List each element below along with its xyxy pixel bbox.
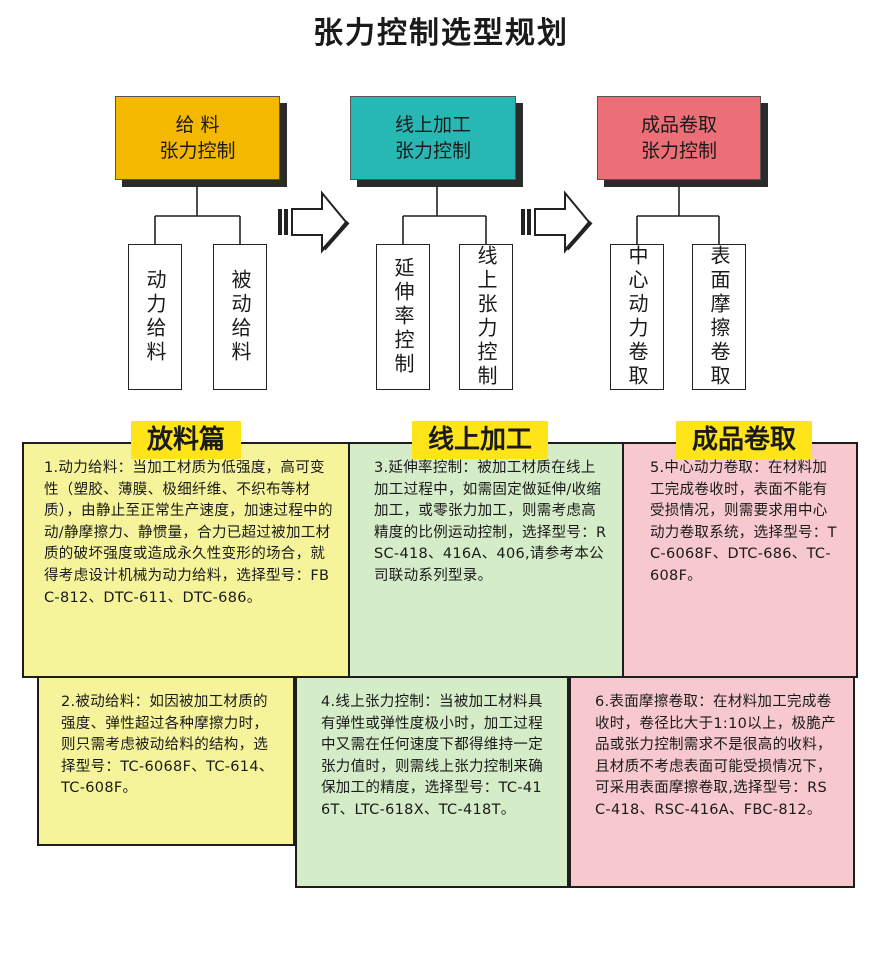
category-box-inline: 线上加工 张力控制 <box>350 96 516 180</box>
child-box-passive-feeding: 被动给料 <box>213 244 267 390</box>
category-label: 线上加工 张力控制 <box>394 114 471 162</box>
panel-text: 2.被动给料：如因被加工材质的强度、弹性超过各种摩擦力时，则只需考虑被动给料的结… <box>61 694 274 797</box>
child-box-inline-tension-control: 线上张力控制 <box>459 244 513 390</box>
child-label: 延伸率控制 <box>391 257 415 377</box>
child-box-active-feeding: 动力给料 <box>128 244 182 390</box>
panel-text: 5.中心动力卷取：在材料加工完成卷收时，表面不能有受损情况，则需要求用中心动力卷… <box>650 460 837 584</box>
section-label-winding: 成品卷取 <box>676 421 813 459</box>
child-label: 被动给料 <box>228 269 252 365</box>
child-box-elongation-control: 延伸率控制 <box>376 244 430 390</box>
panel-text: 3.延伸率控制：被加工材质在线上加工过程中，如需固定做延伸/收缩加工，或零张力加… <box>374 460 607 584</box>
info-panel-inline-tension-control: 4.线上张力控制：当被加工材料具有弹性或弹性度极小时，加工过程中又需在任何速度下… <box>295 676 569 888</box>
section-label-feeding: 放料篇 <box>131 421 242 459</box>
panel-text: 1.动力给料：当加工材质为低强度，高可变性（塑胶、薄膜、极细纤维、不织布等材质）… <box>44 460 333 606</box>
section-label-inline: 线上加工 <box>412 421 549 459</box>
child-box-center-driven-winding: 中心动力卷取 <box>610 244 664 390</box>
info-panel-surface-friction-winding: 6.表面摩擦卷取：在材料加工完成卷收时，卷径比大于1:10以上，极脆产品或张力控… <box>569 676 855 888</box>
child-label: 中心动力卷取 <box>625 245 649 389</box>
info-panel-passive-feeding: 2.被动给料：如因被加工材质的强度、弹性超过各种摩擦力时，则只需考虑被动给料的结… <box>37 676 295 846</box>
child-box-surface-friction-winding: 表面摩擦卷取 <box>692 244 746 390</box>
info-panel-elongation-control: 3.延伸率控制：被加工材质在线上加工过程中，如需固定做延伸/收缩加工，或零张力加… <box>348 442 625 678</box>
info-panel-center-driven-winding: 5.中心动力卷取：在材料加工完成卷收时，表面不能有受损情况，则需要求用中心动力卷… <box>622 442 858 678</box>
panel-text: 6.表面摩擦卷取：在材料加工完成卷收时，卷径比大于1:10以上，极脆产品或张力控… <box>595 694 836 818</box>
page-title: 张力控制选型规划 <box>313 16 569 51</box>
child-label: 表面摩擦卷取 <box>707 245 731 389</box>
category-label: 给 料 张力控制 <box>159 114 236 162</box>
panel-text: 4.线上张力控制：当被加工材料具有弹性或弹性度极小时，加工过程中又需在任何速度下… <box>321 694 543 818</box>
category-label: 成品卷取 张力控制 <box>640 114 717 162</box>
category-box-winding: 成品卷取 张力控制 <box>597 96 761 180</box>
child-label: 动力给料 <box>143 269 167 365</box>
category-box-feeding: 给 料 张力控制 <box>115 96 280 180</box>
arrow-right-icon <box>278 190 350 254</box>
child-label: 线上张力控制 <box>474 245 498 389</box>
arrow-right-icon <box>521 190 593 254</box>
info-panel-active-feeding: 1.动力给料：当加工材质为低强度，高可变性（塑胶、薄膜、极细纤维、不织布等材质）… <box>22 442 352 678</box>
